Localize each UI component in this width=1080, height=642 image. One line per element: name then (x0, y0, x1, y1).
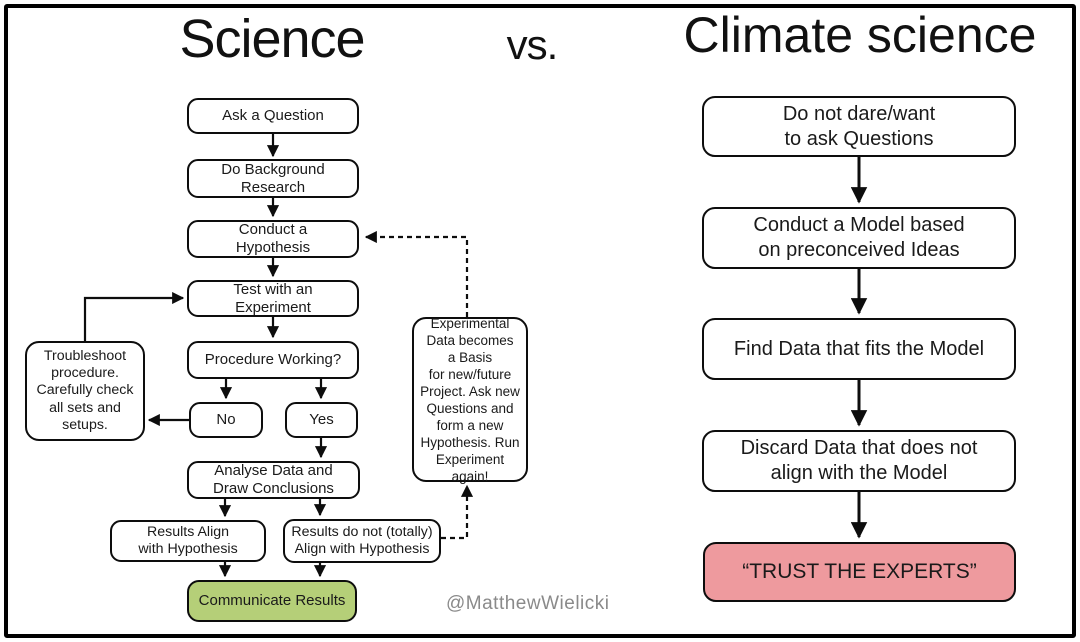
node-no: No (189, 402, 263, 438)
arrow-troubleshoot-to-test (83, 291, 185, 341)
node-find-data-fits-model: Find Data that fits the Model (702, 318, 1016, 380)
node-do-background-research: Do Background Research (187, 159, 359, 198)
node-ask-a-question: Ask a Question (187, 98, 359, 134)
node-results-align: Results Align with Hypothesis (110, 520, 266, 562)
vs-label: vs. (506, 21, 559, 68)
node-experimental-data: Experimental Data becomes a Basis for ne… (412, 316, 528, 484)
node-conduct-model: Conduct a Model based on preconceived Id… (702, 207, 1016, 269)
node-trust-the-experts: “TRUST THE EXPERTS” (703, 542, 1016, 602)
watermark: @MatthewWielicki (446, 593, 610, 614)
science-title: Science (179, 9, 365, 69)
node-discard-data: Discard Data that does not align with th… (702, 430, 1016, 492)
node-yes: Yes (285, 402, 358, 438)
climate-science-title: Climate science (683, 7, 1037, 63)
node-procedure-working: Procedure Working? (187, 341, 359, 379)
node-test-with-experiment: Test with an Experiment (187, 280, 359, 317)
node-do-not-ask-questions: Do not dare/want to ask Questions (702, 96, 1016, 157)
dashed-arrow-experimental-to-hypothesis (364, 230, 469, 317)
node-conduct-a-hypothesis: Conduct a Hypothesis (187, 220, 359, 258)
dashed-arrow-results-not-to-experimental (441, 484, 474, 540)
node-analyse-data: Analyse Data and Draw Conclusions (187, 461, 360, 499)
node-troubleshoot: Troubleshoot procedure. Carefully check … (25, 341, 145, 441)
node-communicate-results: Communicate Results (187, 580, 357, 622)
node-results-not-align: Results do not (totally) Align with Hypo… (283, 519, 441, 563)
